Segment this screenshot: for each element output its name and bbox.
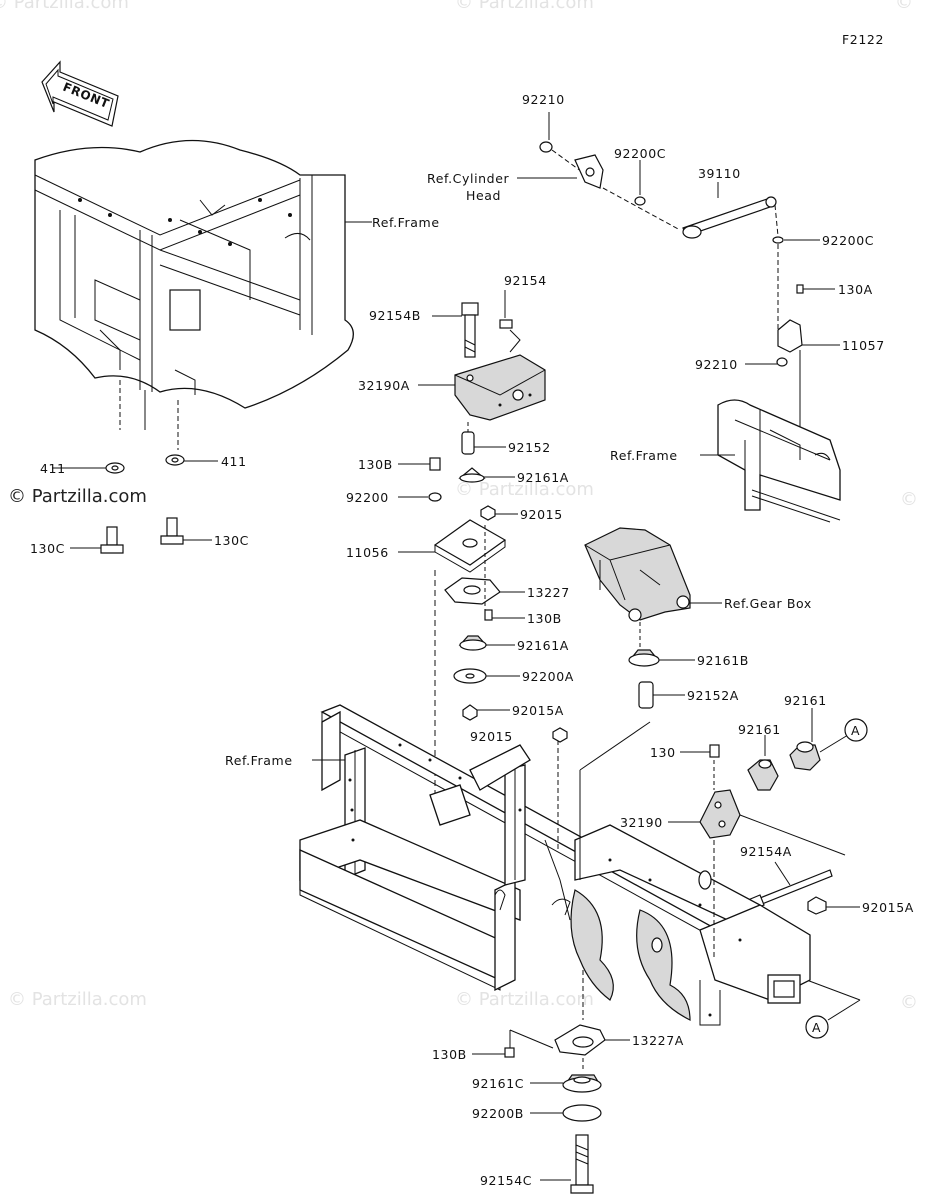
label-130B-upper: 130B (358, 457, 393, 472)
bracket-32190 (699, 789, 741, 839)
frame-detail-right (700, 399, 841, 523)
label-92161-a: 92161 (784, 693, 827, 708)
callout-a-bottom: A (805, 1015, 829, 1039)
label-92200A: 92200A (522, 669, 574, 684)
main-frame (299, 704, 811, 1026)
label-92200B: 92200B (472, 1106, 524, 1121)
nut-92210-mid (776, 357, 788, 367)
left-mount-parts (52, 380, 218, 554)
collar-92152A (638, 681, 654, 709)
rubber-mount-92161-a (747, 759, 779, 791)
label-130B-bottom: 130B (432, 1047, 467, 1062)
label-92154B: 92154B (369, 308, 421, 323)
callout-a-top-letter: A (851, 723, 860, 738)
bracket-11057 (777, 319, 803, 353)
watermark-top-mid: © Partzilla.com (455, 0, 594, 13)
label-130C-right: 130C (214, 533, 249, 548)
washer-92200C-right (772, 236, 784, 244)
label-ref-cylinder-head-2: Head (466, 188, 501, 203)
nut-92015-upper (480, 505, 496, 521)
label-92200C-top: 92200C (614, 146, 666, 161)
bolt-92154 (499, 319, 513, 329)
watermark-top-left: © Partzilla.com (0, 0, 129, 13)
label-92154: 92154 (504, 273, 547, 288)
label-92015A-upper: 92015A (512, 703, 564, 718)
label-ref-frame-main: Ref.Frame (225, 753, 293, 768)
bolt-130B-upper (429, 457, 441, 471)
nut-92015-lower (552, 727, 568, 743)
bolt-130B-bottom (504, 1047, 515, 1058)
label-92154C: 92154C (480, 1173, 532, 1188)
label-130B-lower: 130B (527, 611, 562, 626)
label-92152: 92152 (508, 440, 551, 455)
label-92154A: 92154A (740, 844, 792, 859)
label-130: 130 (650, 745, 676, 760)
label-92161C: 92161C (472, 1076, 524, 1091)
label-92210-mid: 92210 (695, 357, 738, 372)
bolt-92154B (461, 302, 479, 316)
bolt-130A (796, 284, 804, 294)
label-ref-frame-top: Ref.Frame (372, 215, 440, 230)
label-92015A-lower: 92015A (862, 900, 914, 915)
watermark-center-bottom: © Partzilla.com (455, 989, 594, 1010)
callout-a-top: A (844, 718, 868, 742)
washer-92200B (562, 1104, 602, 1122)
label-411-left: 411 (40, 461, 66, 476)
label-13227A: 13227A (632, 1033, 684, 1048)
label-ref-cylinder-head-1: Ref.Cylinder (427, 171, 509, 186)
label-411-right: 411 (221, 454, 247, 469)
nut-92210-top (539, 141, 553, 153)
collar-92152 (461, 431, 475, 455)
label-92015-upper: 92015 (520, 507, 563, 522)
front-arrow: FRONT (41, 60, 119, 127)
label-92152A: 92152A (687, 688, 739, 703)
watermark-left-bottom: © Partzilla.com (8, 989, 147, 1010)
torque-rod-assembly (517, 112, 840, 445)
label-130C-left: 130C (30, 541, 65, 556)
label-11057: 11057 (842, 338, 885, 353)
nut-92015A-upper (462, 704, 478, 721)
label-92161A-lower: 92161A (517, 638, 569, 653)
bolt-130B-lower (484, 609, 493, 621)
watermark-top-right: © (895, 0, 913, 13)
label-92161B: 92161B (697, 653, 749, 668)
label-ref-frame-right: Ref.Frame (610, 448, 678, 463)
watermark-left-mid: © Partzilla.com (8, 486, 147, 507)
watermark-right-bottom: © (900, 992, 918, 1013)
bolt-130C-right (160, 535, 184, 545)
nut-92015A-lower (807, 896, 827, 915)
label-39110: 39110 (698, 166, 741, 181)
center-mount-stack (398, 290, 546, 800)
label-130A: 130A (838, 282, 873, 297)
watermark-right-mid: © (900, 489, 918, 510)
label-92200C-right: 92200C (822, 233, 874, 248)
bottom-mount-stack (472, 1024, 630, 1194)
bracket-32190A (454, 354, 546, 421)
label-92210-top: 92210 (522, 92, 565, 107)
label-92015-lower: 92015 (470, 729, 513, 744)
washer-92200 (428, 492, 442, 502)
bolt-130 (709, 744, 720, 758)
diagram-code: F2122 (842, 32, 884, 47)
bolt-130C-left (100, 544, 124, 554)
label-ref-gear-box: Ref.Gear Box (724, 596, 812, 611)
watermark-center-mid: © Partzilla.com (455, 479, 594, 500)
gear-box-bracket (584, 527, 691, 621)
label-13227: 13227 (527, 585, 570, 600)
label-32190: 32190 (620, 815, 663, 830)
label-11056: 11056 (346, 545, 389, 560)
washer-92200C-top (634, 196, 646, 206)
label-92161-b: 92161 (738, 722, 781, 737)
callout-a-bottom-letter: A (812, 1020, 821, 1035)
label-92200: 92200 (346, 490, 389, 505)
frame-detail-top-left (34, 139, 372, 409)
label-92161A-upper: 92161A (517, 470, 569, 485)
label-32190A: 32190A (358, 378, 410, 393)
